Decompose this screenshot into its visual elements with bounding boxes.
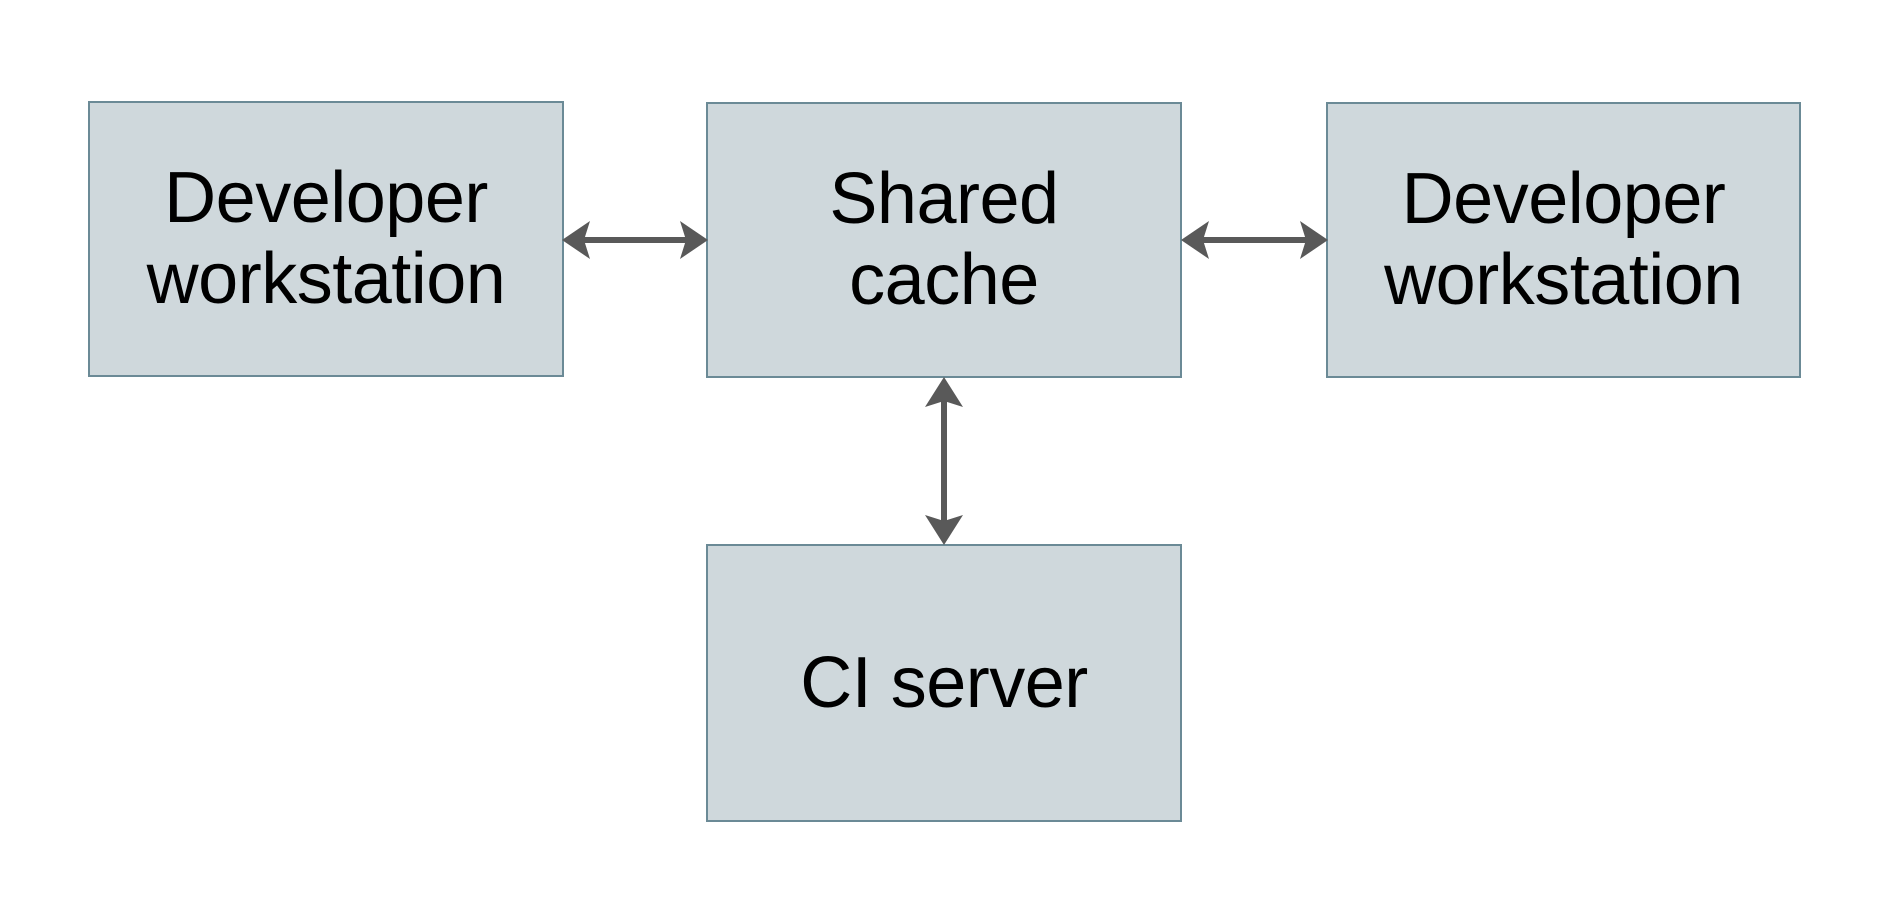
- connector-developer-left-to-shared-cache[interactable]: [560, 206, 710, 276]
- node-developer-workstation-left[interactable]: Developer workstation: [88, 101, 564, 377]
- double-arrow-horizontal-icon: [1181, 221, 1328, 259]
- node-label: Developer workstation: [1384, 159, 1743, 320]
- node-shared-cache[interactable]: Shared cache: [706, 102, 1182, 378]
- connector-shared-cache-to-developer-right[interactable]: [1178, 206, 1330, 276]
- node-label: CI server: [800, 642, 1088, 723]
- double-arrow-vertical-icon: [925, 377, 963, 545]
- double-arrow-horizontal-icon: [562, 221, 708, 259]
- connector-shared-cache-to-ci-server[interactable]: [910, 374, 980, 548]
- node-label: Shared cache: [829, 159, 1059, 320]
- node-label: Developer workstation: [146, 158, 506, 319]
- node-ci-server[interactable]: CI server: [706, 544, 1182, 822]
- node-developer-workstation-right[interactable]: Developer workstation: [1326, 102, 1801, 378]
